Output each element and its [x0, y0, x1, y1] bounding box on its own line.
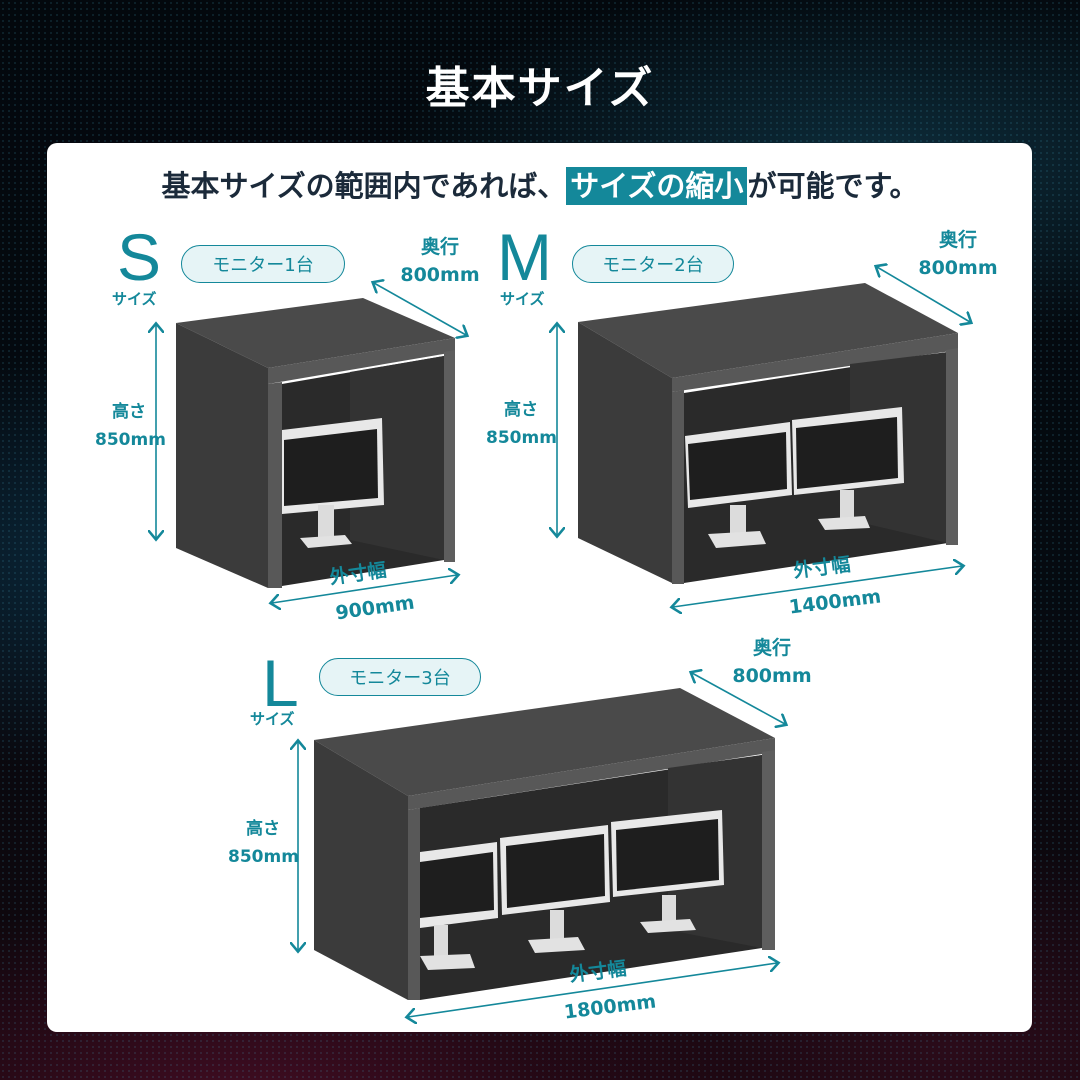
- lead-highlight: サイズの縮小: [566, 167, 748, 205]
- size-m-height-label: 高さ 850mm: [486, 396, 557, 452]
- depth-value: 800mm: [918, 257, 998, 279]
- size-s-letter: S: [117, 220, 162, 294]
- page-title: 基本サイズ: [425, 63, 655, 114]
- height-value: 850mm: [228, 847, 299, 867]
- size-s-height-label: 高さ 850mm: [95, 398, 166, 454]
- size-m-sub: サイズ: [500, 290, 545, 308]
- height-value: 850mm: [95, 430, 166, 450]
- size-l-height-label: 高さ 850mm: [228, 815, 299, 871]
- size-s-monitor-badge: モニター1台: [181, 245, 345, 283]
- depth-title: 奥行: [420, 236, 459, 258]
- l-width-arrow: [408, 963, 777, 1017]
- size-l-depth-label: 奥行 800mm: [727, 634, 817, 690]
- size-m-letter: M: [497, 220, 552, 294]
- size-l-letter: L: [262, 646, 299, 720]
- depth-title: 奥行: [938, 229, 977, 251]
- booth-s-illustration: [176, 298, 455, 588]
- height-title: 高さ: [246, 819, 280, 839]
- lead-text: 基本サイズの範囲内であれば、サイズの縮小が可能です。: [0, 163, 1080, 205]
- size-l-sub: サイズ: [250, 710, 295, 728]
- depth-title: 奥行: [752, 637, 791, 659]
- s-width-arrow: [272, 575, 457, 603]
- size-s-depth-label: 奥行 800mm: [395, 233, 485, 289]
- l-depth-arrow: [692, 673, 785, 724]
- s-depth-arrow: [374, 283, 466, 335]
- booth-l-illustration: [314, 688, 775, 1000]
- lead-after: が可能です。: [747, 169, 919, 203]
- booth-m-illustration: [578, 283, 958, 584]
- height-title: 高さ: [504, 400, 538, 420]
- size-m-depth-label: 奥行 800mm: [913, 226, 1003, 282]
- height-value: 850mm: [486, 428, 557, 448]
- depth-value: 800mm: [400, 264, 480, 286]
- m-width-arrow: [673, 566, 962, 607]
- lead-before: 基本サイズの範囲内であれば、: [161, 169, 567, 203]
- depth-value: 800mm: [732, 665, 812, 687]
- size-m-monitor-badge: モニター2台: [572, 245, 734, 283]
- m-depth-arrow: [877, 267, 970, 322]
- height-title: 高さ: [112, 402, 146, 422]
- size-l-monitor-badge: モニター3台: [319, 658, 481, 696]
- size-s-sub: サイズ: [112, 290, 157, 308]
